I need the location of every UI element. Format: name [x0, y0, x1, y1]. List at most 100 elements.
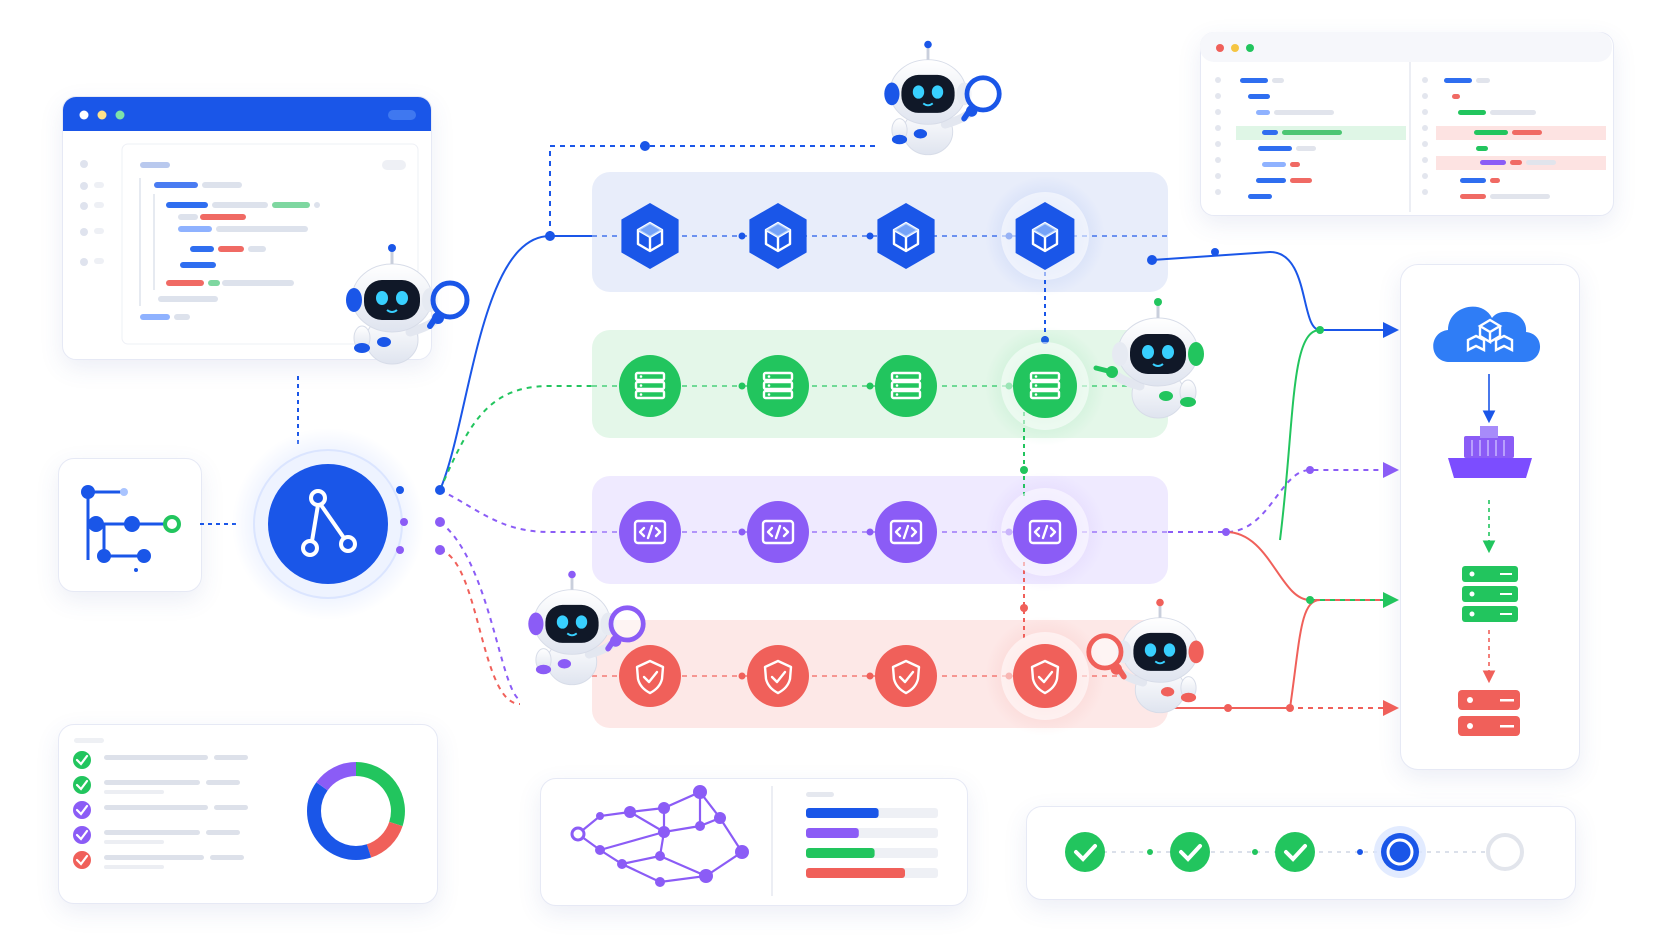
- check-icon: [73, 801, 91, 819]
- branch-graph: [81, 485, 181, 572]
- lane-security-step-2: [738, 645, 809, 707]
- lane-test-step-1: [619, 355, 681, 417]
- robot-face: [545, 604, 599, 643]
- checklist-item: [73, 851, 244, 869]
- check-icon: [1074, 844, 1097, 862]
- check-icon: [73, 776, 91, 794]
- connector-hub-purple-2: [439, 521, 521, 701]
- progress-bar-fill: [806, 828, 859, 838]
- server-rack-icon-green: [1462, 566, 1518, 622]
- container-ship-icon: [1448, 426, 1532, 478]
- lane-test: [592, 326, 1168, 446]
- lane-security-step-4: [985, 616, 1105, 736]
- lane-review-step-3: [866, 501, 937, 563]
- checklist-item: [73, 826, 240, 844]
- lane-review-step-4: [985, 472, 1105, 592]
- progress-steps: [1065, 826, 1524, 878]
- progress-step-1: [1065, 832, 1105, 872]
- lane-test-step-2: [738, 355, 809, 417]
- progress-step-5: [1486, 833, 1524, 871]
- robot-inspector-left: [346, 244, 470, 365]
- progress-step-4: [1357, 826, 1426, 878]
- robots: [346, 40, 1204, 714]
- lane-security-step-3: [866, 645, 937, 707]
- lane-nodes: [592, 176, 1168, 736]
- checklist-content: [73, 738, 405, 869]
- cube-icon: [1031, 221, 1059, 253]
- check-icon: [1284, 844, 1307, 862]
- robot-inspector-red: [1086, 598, 1204, 714]
- code-brackets-icon: [633, 519, 667, 545]
- pointing-hand: [1093, 365, 1115, 375]
- checklist-item: [73, 776, 240, 794]
- code-editor-content: [79, 110, 419, 345]
- connector-top-loop: [549, 145, 880, 236]
- lane-build-step-2: [738, 203, 807, 269]
- shield-check-icon: [635, 659, 665, 695]
- shield-check-icon: [1030, 659, 1060, 695]
- checklist-item: [73, 801, 248, 819]
- lane-test-step-3: [866, 355, 937, 417]
- progress-bar: [806, 868, 938, 878]
- magnifier-icon: [605, 605, 646, 652]
- connector-hub-build: [439, 235, 592, 491]
- deploy-targets: [1433, 306, 1541, 736]
- robot-face: [364, 280, 420, 320]
- cube-icon: [764, 221, 792, 253]
- connector-hub-review: [439, 489, 592, 533]
- checklist-item: [73, 751, 248, 769]
- check-icon: [73, 751, 91, 769]
- progress-step-3: [1252, 832, 1315, 872]
- server-stack-icon: [1029, 371, 1061, 400]
- lane-build: [592, 176, 1168, 296]
- robot-face: [901, 74, 955, 113]
- progress-step-2: [1147, 832, 1210, 872]
- network-bars-panel: [540, 778, 968, 906]
- connector-hub-security: [439, 549, 521, 705]
- progress-bar: [806, 848, 938, 858]
- robot-inspector-purple: [528, 570, 646, 686]
- lane-security-step-1: [619, 645, 681, 707]
- cube-icon: [892, 221, 920, 253]
- check-icon: [73, 826, 91, 844]
- connector-security-red: [1168, 599, 1321, 709]
- donut-segment: [355, 762, 405, 827]
- code-brackets-icon: [1028, 519, 1062, 545]
- robot-pointer-green: [1093, 298, 1204, 419]
- progress-bar-fill: [806, 868, 905, 878]
- robot-face: [1130, 334, 1186, 374]
- check-icon: [1179, 844, 1202, 862]
- check-icon: [73, 851, 91, 869]
- code-lines: [140, 182, 320, 320]
- server-stack-icon: [634, 371, 666, 400]
- code-brackets-icon: [889, 519, 923, 545]
- connector-review-green: [1225, 531, 1395, 601]
- lane-test-step-4: [985, 326, 1105, 446]
- progress-bar-fill: [806, 808, 879, 818]
- lane-security: [592, 616, 1168, 736]
- robot-face: [1133, 632, 1187, 671]
- lane-review-step-2: [738, 501, 809, 563]
- progress-bar: [806, 808, 938, 818]
- robot-inspector-top: [884, 40, 1002, 156]
- lane-build-step-3: [866, 203, 935, 269]
- network-bars-content: [570, 785, 938, 896]
- magnifier-icon: [1086, 633, 1127, 680]
- donut-segment: [316, 761, 357, 791]
- server-stack-icon: [890, 371, 922, 400]
- magnifier-icon: [427, 280, 470, 329]
- code-brackets-icon: [761, 519, 795, 545]
- status-donut-chart: [307, 761, 405, 860]
- lane-build-step-1: [621, 203, 679, 269]
- central-hub: [232, 428, 424, 620]
- cloud-cubes-icon: [1433, 306, 1541, 362]
- connector-review-ship: [1168, 462, 1399, 533]
- hub-core: [268, 464, 388, 584]
- server-rack-icon-red: [1458, 690, 1520, 736]
- network-nodes: [570, 785, 749, 887]
- shield-check-icon: [891, 659, 921, 695]
- cube-icon: [636, 221, 664, 253]
- magnifier-icon: [961, 75, 1002, 122]
